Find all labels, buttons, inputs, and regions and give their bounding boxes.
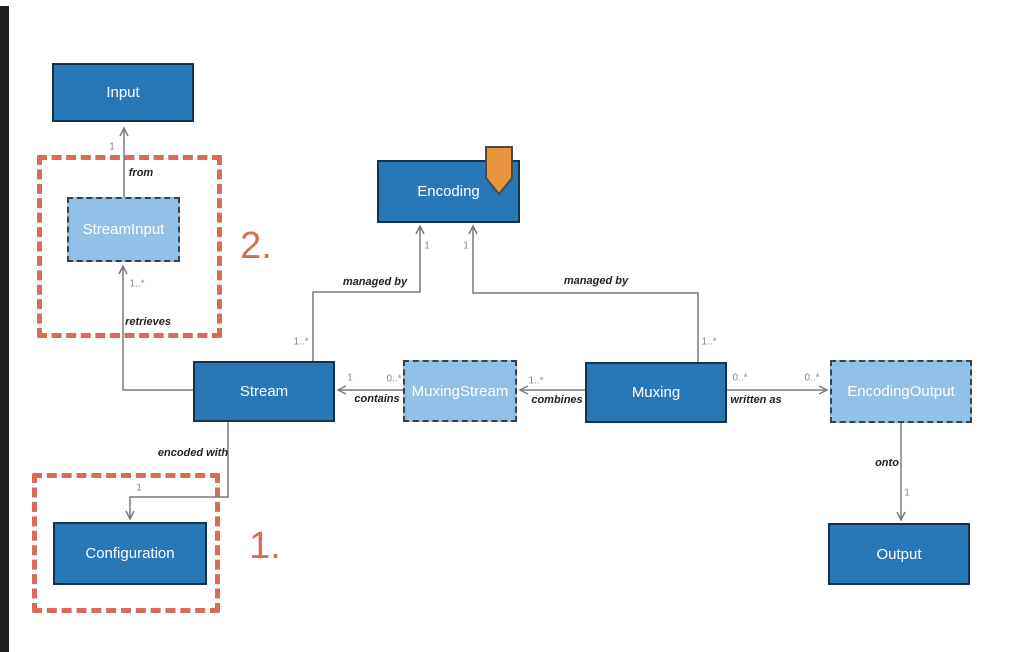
edge-managed-by-muxing: [468, 224, 699, 362]
entity-muxing-label: Muxing: [631, 384, 681, 401]
bookmark-icon: [485, 146, 513, 196]
mult-contains-target: 1: [347, 372, 353, 384]
mult-managed-by-stream-source: 1..*: [293, 336, 309, 348]
step-2-number: 2.: [240, 225, 272, 267]
entity-input: Input: [52, 63, 194, 122]
mult-written-as-target: 0..*: [804, 372, 820, 384]
edge-label-from: from: [128, 167, 154, 179]
edge-managed-by-stream: [312, 224, 425, 361]
entity-stream-input-label: StreamInput: [82, 221, 165, 238]
edge-label-onto: onto: [875, 457, 899, 469]
edge-label-managed-by-stream: managed by: [342, 276, 408, 288]
mult-managed-by-muxing-source: 1..*: [701, 336, 717, 348]
entity-muxing-stream: MuxingStream: [403, 360, 517, 422]
entity-configuration: Configuration: [53, 522, 207, 585]
group-frame-step-1: [32, 473, 220, 613]
entity-output: Output: [828, 523, 970, 585]
edge-label-written-as: written as: [730, 394, 782, 406]
group-frame-step-2: [37, 155, 222, 338]
screen-edge-strip: [0, 6, 9, 652]
mult-contains-source: 0..*: [386, 373, 402, 385]
entity-muxing: Muxing: [585, 362, 727, 423]
mult-managed-by-stream-target: 1: [424, 240, 430, 252]
entity-stream-label: Stream: [239, 383, 289, 400]
entity-configuration-label: Configuration: [85, 545, 175, 562]
entity-stream-input: StreamInput: [67, 197, 180, 262]
mult-retrieves-target: 1..*: [129, 278, 145, 290]
mult-onto-target: 1: [904, 487, 910, 499]
edge-label-contains: contains: [354, 393, 400, 405]
mult-from-target: 1: [109, 141, 115, 153]
mult-written-as-source: 0..*: [732, 372, 748, 384]
edge-retrieves: [118, 264, 193, 391]
edge-encoded-with: [125, 422, 229, 521]
edge-label-retrieves: retrieves: [125, 316, 171, 328]
entity-input-label: Input: [106, 84, 140, 101]
entity-encoding-output-label: EncodingOutput: [847, 383, 955, 400]
edge-label-managed-by-muxing: managed by: [563, 275, 629, 287]
entity-encoding-label: Encoding: [417, 183, 480, 200]
edge-label-encoded-with: encoded with: [157, 447, 229, 459]
entity-output-label: Output: [876, 545, 922, 563]
entity-encoding-output: EncodingOutput: [830, 360, 972, 423]
mult-combines-source: 1..*: [528, 375, 544, 387]
entity-muxing-stream-label: MuxingStream: [411, 382, 509, 400]
mult-managed-by-muxing-target: 1: [463, 240, 469, 252]
step-1-number: 1.: [249, 525, 281, 567]
entity-stream: Stream: [193, 361, 335, 422]
mult-encoded-with-target: 1: [136, 482, 142, 494]
edge-label-combines: combines: [531, 394, 583, 406]
